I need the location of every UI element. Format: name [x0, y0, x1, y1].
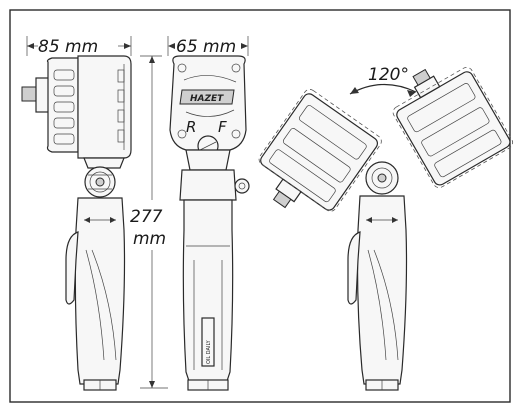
tool-front-view: HAZET R F OIL DAILY [169, 55, 250, 391]
head-tilted-left [260, 93, 379, 211]
trigger-lever-right [347, 231, 361, 305]
head-tilted-right [396, 68, 511, 186]
dimension-depth: 85 mm [26, 36, 132, 57]
dimension-width: 65 mm [167, 36, 249, 57]
angle-label: 120° [368, 65, 409, 85]
trigger-lever [65, 231, 79, 305]
swivel-housing-front [179, 169, 237, 201]
dimension-height: 277 mm [130, 55, 168, 389]
reverse-label: R [186, 118, 196, 136]
forward-label: F [218, 118, 227, 136]
motor-housing [77, 55, 132, 159]
grip-handle [74, 197, 126, 385]
brand-name: HAZET [190, 94, 224, 104]
grip-handle-right [356, 195, 408, 385]
depth-label: 85 mm [38, 37, 98, 57]
width-label: 65 mm [176, 37, 236, 57]
head-tilted-right-ghost [392, 66, 514, 189]
rubber-boot [46, 57, 79, 153]
tool-side-view [21, 55, 132, 391]
height-unit: mm [133, 229, 166, 249]
swivel-pin [234, 178, 250, 194]
oil-label-text: OIL DAILY [206, 339, 212, 364]
tool-articulated-view: 120° [258, 65, 514, 391]
height-value: 277 [130, 207, 163, 227]
frame-border [9, 9, 511, 403]
oil-label-plate [201, 317, 215, 367]
angle-arc [349, 83, 417, 95]
head-tilted-left-ghost [258, 89, 382, 212]
brand-plate [179, 89, 235, 105]
